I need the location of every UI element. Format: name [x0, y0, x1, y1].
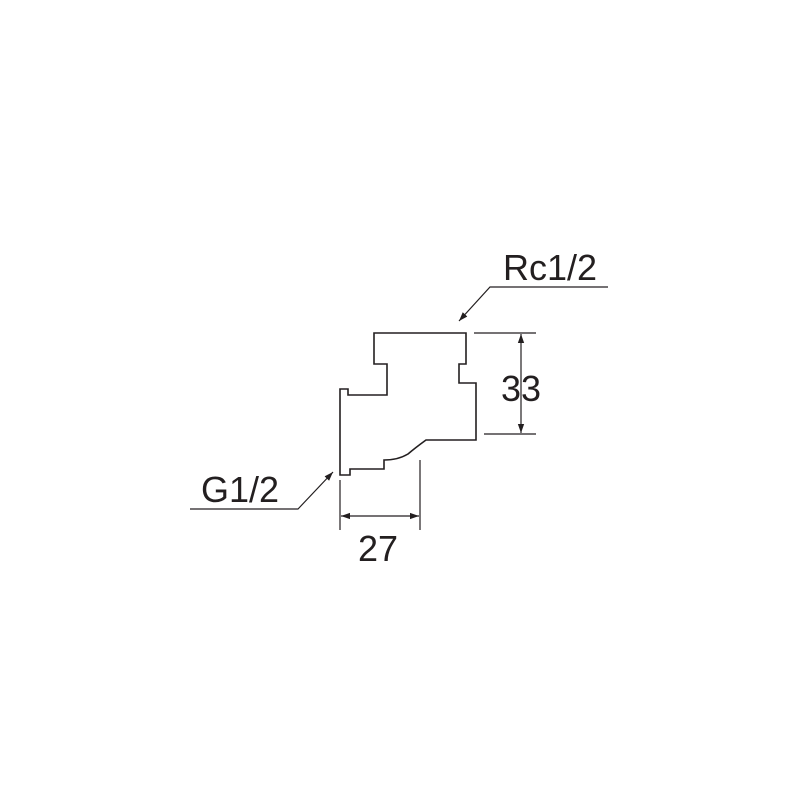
extension-lines: [339, 332, 536, 530]
height-dimension-label: 33: [501, 368, 541, 409]
width-dimension-label: 27: [358, 528, 398, 569]
bottom-thread-leader: [190, 471, 334, 510]
top-thread-label: Rc1/2: [503, 247, 597, 288]
fitting-outline: [339, 332, 477, 476]
bottom-thread-label: G1/2: [201, 469, 279, 510]
top-thread-leader: [458, 286, 608, 322]
